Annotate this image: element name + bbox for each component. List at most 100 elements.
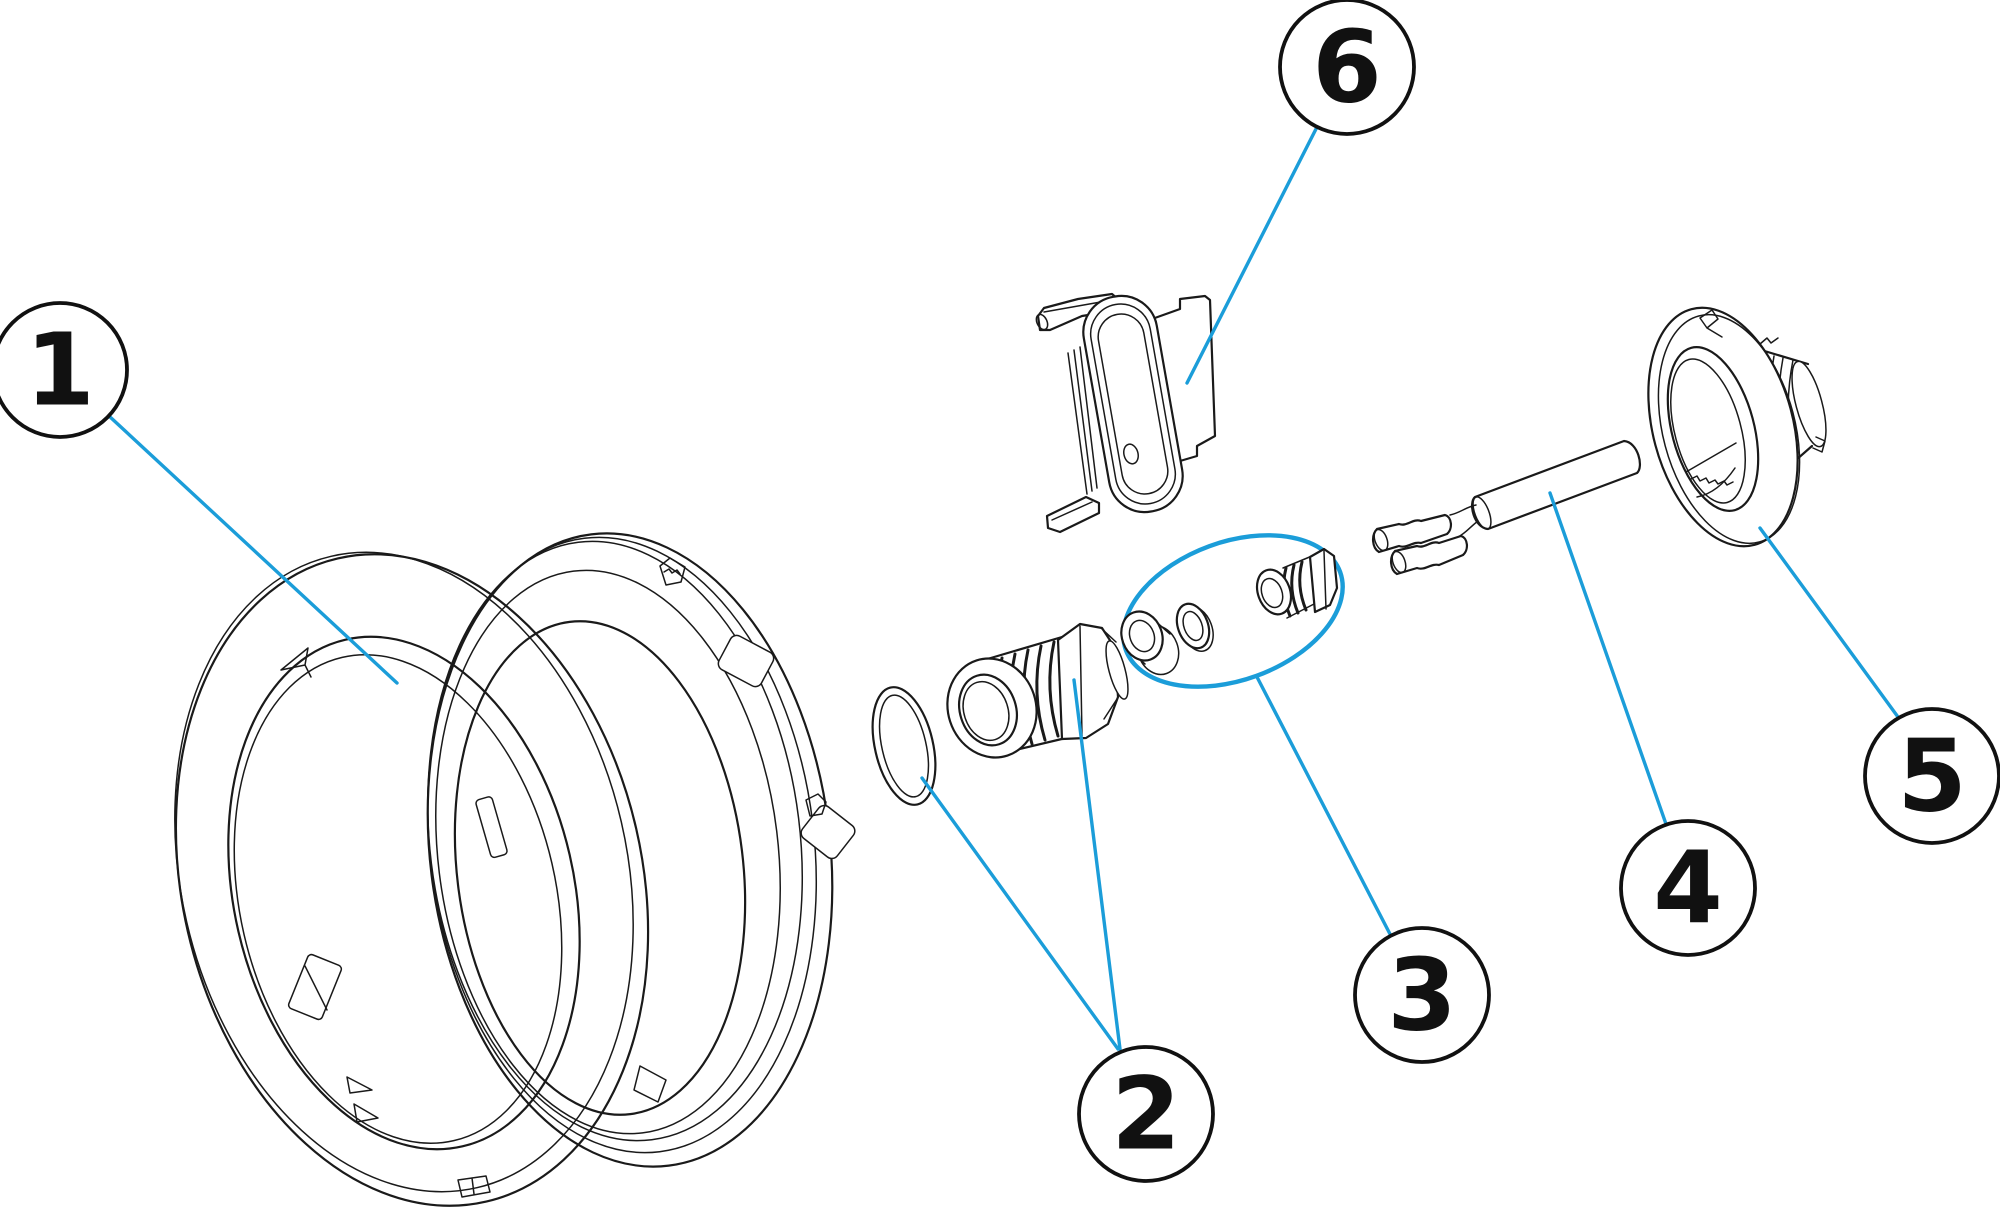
part-mounting-bracket bbox=[1035, 292, 1217, 534]
bezel-side-latch-inner-line bbox=[304, 965, 328, 1011]
small-nut-thread-2 bbox=[1290, 563, 1300, 615]
part-o-ring bbox=[871, 686, 937, 806]
callout-balloons: 1 2 3 4 5 6 bbox=[0, 0, 2000, 1183]
part-cable-with-terminals bbox=[1372, 439, 1641, 576]
balloon-label-6: 6 bbox=[1312, 9, 1382, 126]
balloon-circle-6[interactable] bbox=[1278, 0, 1416, 136]
washer-inner bbox=[1182, 610, 1204, 642]
wall-nut-bore-serration bbox=[1690, 475, 1734, 486]
bezel-clip-arrow-lower-b bbox=[353, 1103, 379, 1123]
balloon-label-2: 2 bbox=[1111, 1056, 1181, 1173]
callout-balloon-3[interactable]: 3 bbox=[1353, 926, 1491, 1064]
spade-terminal-lower bbox=[1390, 534, 1468, 576]
rear-ring-small-clip bbox=[805, 793, 827, 817]
part-cable-gland bbox=[946, 622, 1129, 759]
wall-nut-flange-notch bbox=[1699, 309, 1723, 338]
part-seal-kit-group bbox=[1120, 533, 1345, 689]
wall-nut-flange-outer bbox=[1647, 306, 1799, 548]
balloon-circle-5[interactable] bbox=[1863, 707, 2000, 845]
small-nut-hex-edge bbox=[1323, 550, 1327, 610]
cable-jacket-open-end bbox=[1472, 496, 1492, 530]
wall-nut-bore-chord bbox=[1685, 442, 1737, 473]
rear-ring-tab-upper bbox=[717, 634, 775, 688]
gland-face-outer bbox=[946, 657, 1038, 759]
callout-balloon-6[interactable]: 6 bbox=[1278, 0, 1416, 136]
wall-nut-bore-outer bbox=[1666, 346, 1760, 512]
small-nut-thread-3 bbox=[1298, 560, 1308, 612]
gland-hex-body bbox=[1056, 622, 1120, 741]
wall-nut-end-notch bbox=[1812, 436, 1826, 453]
balloon-circle-3[interactable] bbox=[1353, 926, 1491, 1064]
bezel-bottom-tab bbox=[457, 1175, 491, 1198]
rear-ring-inner-edge bbox=[453, 620, 747, 1116]
callout-balloon-2[interactable]: 2 bbox=[1077, 1045, 1215, 1183]
leader-lines bbox=[107, 125, 1900, 1051]
gland-thread-4 bbox=[1035, 644, 1047, 742]
leader-line-5 bbox=[1758, 526, 1900, 719]
gland-face-bore-inner bbox=[962, 680, 1010, 742]
bracket-strap-side-lines bbox=[1067, 346, 1098, 495]
wall-nut-flange-edge-line bbox=[1657, 313, 1801, 545]
balloon-label-1: 1 bbox=[25, 312, 95, 429]
leader-line-2-oring bbox=[920, 776, 1120, 1051]
bushing-bore bbox=[1128, 619, 1156, 653]
callout-balloon-5[interactable]: 5 bbox=[1863, 707, 2000, 845]
part-front-bezel-ring bbox=[174, 551, 650, 1207]
bezel-inner-lip-line bbox=[233, 654, 563, 1144]
gland-face-bore bbox=[958, 673, 1018, 747]
part-threaded-wall-nut bbox=[1647, 306, 1827, 548]
bracket-loop-outer bbox=[1082, 294, 1184, 514]
rear-ring-rim-line-1 bbox=[426, 536, 818, 1154]
bezel-outer-rim-line bbox=[174, 551, 634, 1193]
bushing-front-face bbox=[1120, 610, 1164, 662]
spade-terminal-lower-opening bbox=[1391, 550, 1407, 574]
rear-ring-serrated-clip bbox=[659, 557, 686, 586]
bezel-clip-arrow-top bbox=[280, 647, 312, 678]
balloon-label-4: 4 bbox=[1653, 830, 1723, 947]
bracket-loop-mid bbox=[1089, 303, 1177, 505]
bracket-hole bbox=[1123, 443, 1139, 465]
small-nut-bore bbox=[1260, 577, 1284, 609]
rear-ring-tab-lower bbox=[800, 804, 856, 860]
balloon-circle-1[interactable] bbox=[0, 301, 129, 439]
wall-nut-bore-ramp bbox=[1696, 467, 1736, 498]
rear-ring-face-step bbox=[435, 569, 781, 1135]
leader-line-3 bbox=[1255, 675, 1393, 938]
small-nut-barrel-edges bbox=[1282, 555, 1315, 619]
spade-terminal-upper bbox=[1372, 513, 1452, 554]
rear-ring-outer-edge bbox=[426, 532, 834, 1168]
small-nut-face bbox=[1255, 568, 1293, 616]
spade-terminal-upper-opening bbox=[1373, 528, 1389, 552]
o-ring-outer bbox=[871, 686, 937, 806]
leader-line-1 bbox=[107, 414, 399, 685]
bracket-bottom-foot bbox=[1045, 495, 1101, 534]
bezel-face-slot bbox=[475, 796, 508, 859]
gland-hex-edge-line bbox=[1079, 625, 1083, 737]
cable-jacket bbox=[1471, 439, 1641, 531]
bracket-foot-inner-line bbox=[1051, 501, 1093, 521]
wall-nut-barrel-end bbox=[1791, 360, 1827, 448]
bezel-inner-edge bbox=[227, 635, 581, 1151]
leader-line-4 bbox=[1548, 491, 1668, 826]
part-rear-lens-ring bbox=[426, 532, 856, 1168]
o-ring-inner bbox=[878, 694, 930, 798]
balloon-circle-2[interactable] bbox=[1077, 1045, 1215, 1183]
gland-rear-step bbox=[1105, 640, 1129, 700]
wall-nut-bore-inner bbox=[1670, 358, 1746, 504]
callout-balloon-1[interactable]: 1 bbox=[0, 301, 129, 439]
bracket-arm-end-cap bbox=[1035, 313, 1049, 331]
leader-line-2-gland bbox=[1072, 678, 1122, 1051]
gland-barrel-top-edge bbox=[982, 635, 1064, 662]
balloon-label-3: 3 bbox=[1387, 937, 1457, 1054]
bracket-loop-inner bbox=[1097, 313, 1169, 495]
cable-wire-lower bbox=[1457, 520, 1479, 538]
cable-wire-upper bbox=[1449, 504, 1477, 516]
bezel-outer-edge bbox=[174, 553, 650, 1207]
rear-ring-rim-line-2 bbox=[427, 540, 803, 1142]
gland-rear-step-edges bbox=[1101, 628, 1118, 720]
callout-balloon-4[interactable]: 4 bbox=[1619, 819, 1757, 957]
bezel-side-latch-box bbox=[287, 953, 343, 1021]
balloon-circle-4[interactable] bbox=[1619, 819, 1757, 957]
bezel-clip-arrow-lower-a bbox=[346, 1076, 373, 1094]
